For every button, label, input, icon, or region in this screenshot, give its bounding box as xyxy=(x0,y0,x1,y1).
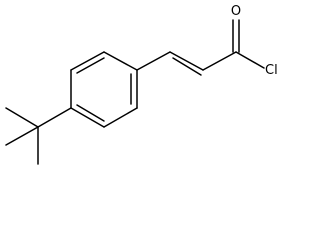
ring-bond-lower-left xyxy=(70,107,105,128)
bond-methyl-up-left xyxy=(5,107,39,128)
acryloyl-chain xyxy=(136,19,265,76)
vinyl-double-bond-outer xyxy=(169,51,204,71)
ring-inner-double-bond-lower-left xyxy=(76,104,105,122)
benzene-ring xyxy=(70,51,138,128)
skeletal-structure: O Cl xyxy=(5,4,278,165)
chlorine-atom-label: Cl xyxy=(265,63,278,78)
bond-carbonyl-to-chlorine xyxy=(235,51,265,69)
ring-inner-double-bond-upper-left xyxy=(76,57,105,74)
bond-ring-to-vinyl xyxy=(136,51,171,71)
bond-methyl-down-left xyxy=(5,126,39,146)
ring-bond-upper-right xyxy=(103,51,138,71)
bond-vinyl-to-carbonyl xyxy=(202,51,237,71)
ring-bond-lower-right xyxy=(103,107,138,128)
vinyl-double-bond-inner xyxy=(172,57,202,76)
bond-ring-to-quaternary-carbon xyxy=(37,107,72,128)
ring-bond-upper-left xyxy=(70,51,105,71)
oxygen-atom-label: O xyxy=(231,4,241,19)
tert-butyl-group xyxy=(5,107,72,165)
